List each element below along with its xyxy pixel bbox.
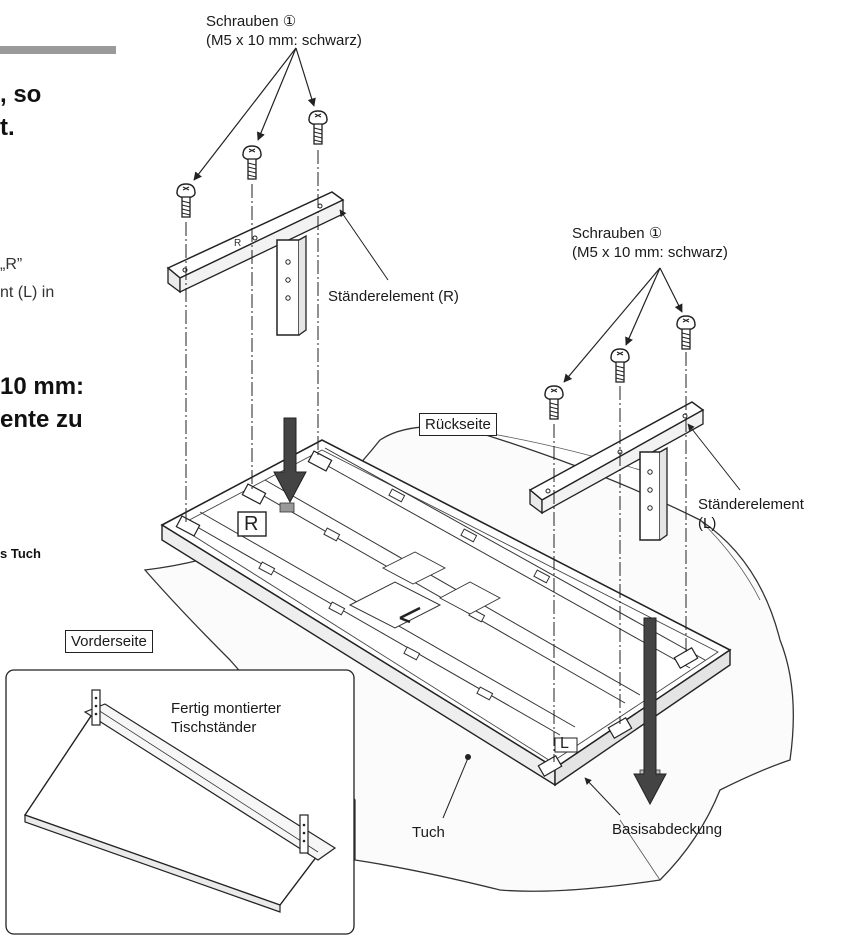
screw-icon: [676, 315, 696, 350]
down-arrow-icon: [273, 417, 307, 504]
screws-right-label-line1: Schrauben ①: [572, 225, 663, 242]
screw-icon: [544, 385, 564, 420]
left-heading-line2: t.: [0, 114, 15, 141]
mark-l: L: [560, 735, 569, 752]
basisabdeckung-label: Basisabdeckung: [612, 821, 723, 838]
left-heading-line1: , so: [0, 81, 42, 108]
left-body-line1: „R”: [0, 256, 23, 273]
stand-r-label: Ständerelement (R): [328, 288, 459, 305]
screw-icon: [242, 145, 262, 180]
left-heading-line4: ente zu: [0, 406, 83, 433]
section-bar: [0, 46, 116, 54]
tuch-label: Tuch: [412, 824, 445, 841]
finished-stand-label-line2: Tischständer: [171, 719, 257, 736]
base-cover: [160, 439, 732, 787]
stand-element-l: [528, 401, 705, 541]
left-heading-line3: 10 mm:: [0, 373, 85, 400]
screw-icon: [176, 183, 196, 218]
down-arrow-icon: [633, 617, 667, 806]
stand-l-label-line1: Ständerelement: [698, 496, 804, 513]
rueckseite-label: Rückseite: [419, 413, 497, 436]
mark-r: R: [244, 513, 259, 535]
screws-right-label-line2: (M5 x 10 mm: schwarz): [572, 244, 728, 261]
stand-l-label-line2: (L): [698, 515, 717, 532]
vorderseite-label: Vorderseite: [65, 630, 153, 653]
mark-r-box: [237, 511, 267, 537]
finished-stand-illustration: [23, 689, 337, 913]
screw-icon: [308, 110, 328, 145]
screws-top-label-line1: Schrauben ①: [206, 13, 297, 30]
stand-element-r: R: [166, 191, 345, 336]
svg-text:R: R: [234, 238, 241, 249]
screw-icon: [610, 348, 630, 383]
finished-stand-label-line1: Fertig montierter: [171, 700, 282, 717]
screws-top-label-line2: (M5 x 10 mm: schwarz): [206, 32, 362, 49]
left-note: s Tuch: [0, 546, 41, 561]
left-body-line2: nt (L) in: [0, 284, 55, 301]
